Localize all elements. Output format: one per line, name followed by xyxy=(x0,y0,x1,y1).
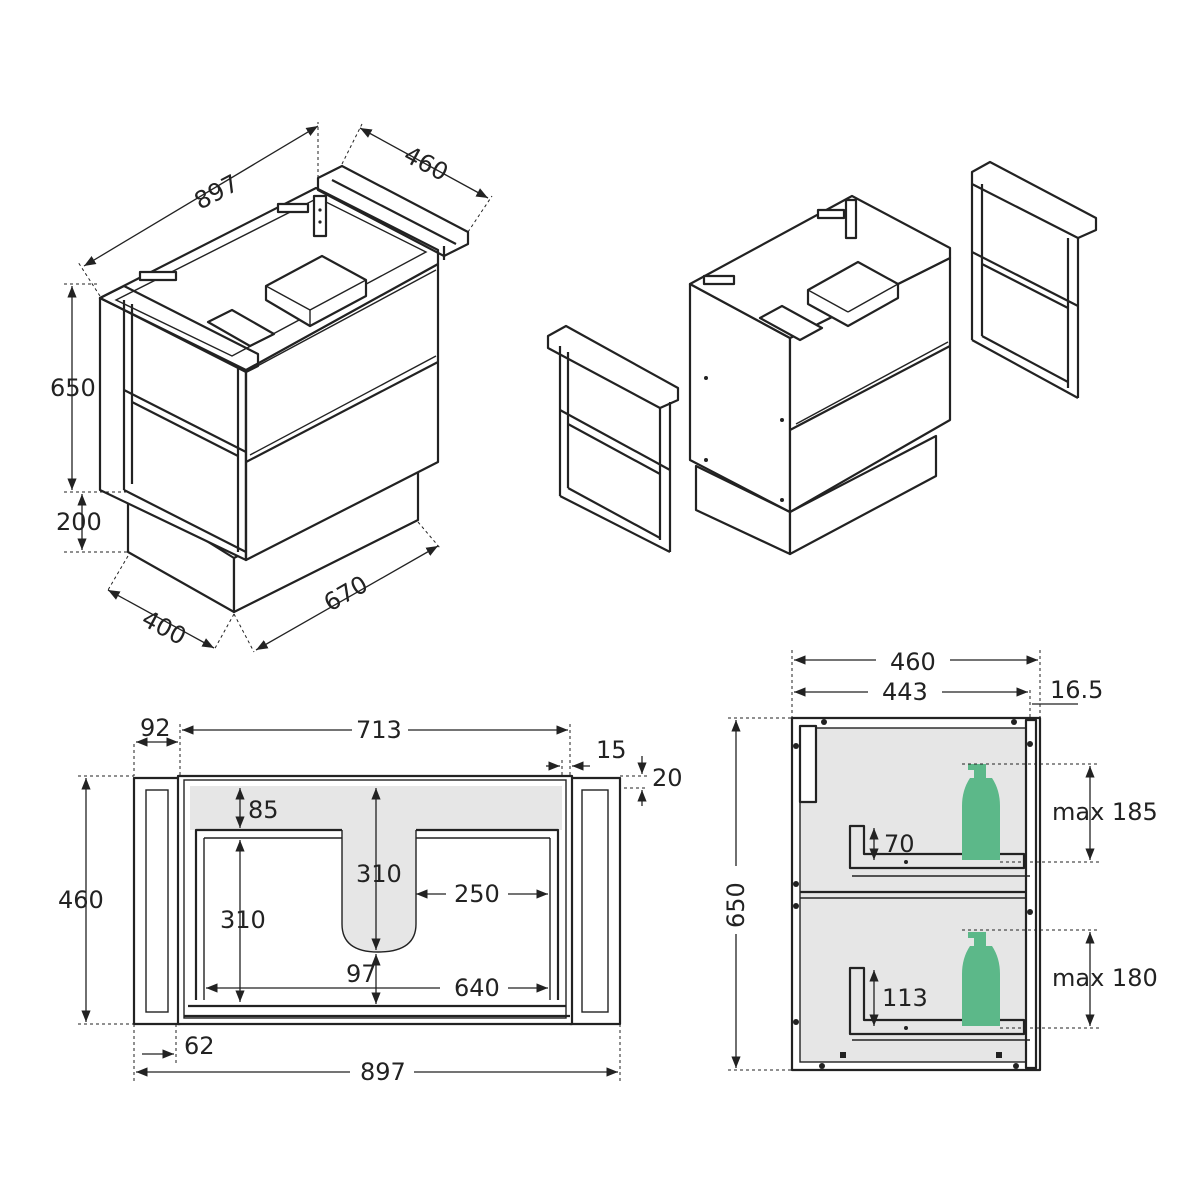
exploded-view xyxy=(546,160,1098,556)
dim-plan-cutout-rear: 97 xyxy=(346,960,377,988)
dim-plan-front-cut: 85 xyxy=(248,796,279,824)
dim-plan-inner-width: 713 xyxy=(356,716,402,744)
dim-plan-side-width: 92 xyxy=(140,714,171,742)
side-hardware xyxy=(793,719,1033,1069)
exploded-left-frame xyxy=(546,324,680,553)
dim-plan-cutout-depth: 310 xyxy=(356,860,402,888)
dim-side-height: 650 xyxy=(722,882,750,928)
dim-plan-cutout-side: 250 xyxy=(454,880,500,908)
dim-iso-height: 650 xyxy=(50,374,96,402)
dim-iso-depth: 460 xyxy=(399,141,453,187)
dim-top-drawer-side: 70 xyxy=(884,830,915,858)
dim-plan-frame-gap: 15 xyxy=(596,736,627,764)
left-towel-frame xyxy=(98,284,260,560)
exploded-right-frame xyxy=(970,160,1098,399)
dim-plan-drawer-width: 640 xyxy=(454,974,500,1002)
plan-view: 92 713 15 20 460 85 310 310 250 97 640 xyxy=(58,714,683,1086)
dim-plan-drawer-depth: 310 xyxy=(220,906,266,934)
dim-bottom-max-height: max 180 xyxy=(1052,964,1158,992)
dim-bottom-drawer-side: 113 xyxy=(882,984,928,1012)
side-section-view: max 185 70 max 180 113 xyxy=(722,648,1158,1072)
isometric-assembled-view: 897 460 650 200 400 670 xyxy=(50,122,493,653)
dim-side-depth: 460 xyxy=(890,648,936,676)
plan-left-frame xyxy=(132,776,182,1026)
dim-side-front-thickness: 16.5 xyxy=(1050,676,1103,704)
dim-top-max-height: max 185 xyxy=(1052,798,1158,826)
dim-plan-depth: 460 xyxy=(58,886,104,914)
right-towel-frame xyxy=(316,164,470,260)
top-drawer: max 185 70 xyxy=(848,763,1158,877)
dim-iso-plinth-height: 200 xyxy=(56,508,102,536)
plan-right-frame xyxy=(568,776,622,1026)
exploded-cabinet xyxy=(688,194,952,556)
dim-plan-frame-depth: 62 xyxy=(184,1032,215,1060)
bottom-drawer: max 180 113 xyxy=(848,929,1158,1041)
dim-iso-plinth-depth: 400 xyxy=(137,605,191,651)
dim-plan-frame-offset: 20 xyxy=(652,764,683,792)
dim-side-inner-depth: 443 xyxy=(882,678,928,706)
dim-plan-total-width: 897 xyxy=(360,1058,406,1086)
cabinet-body xyxy=(98,186,440,562)
